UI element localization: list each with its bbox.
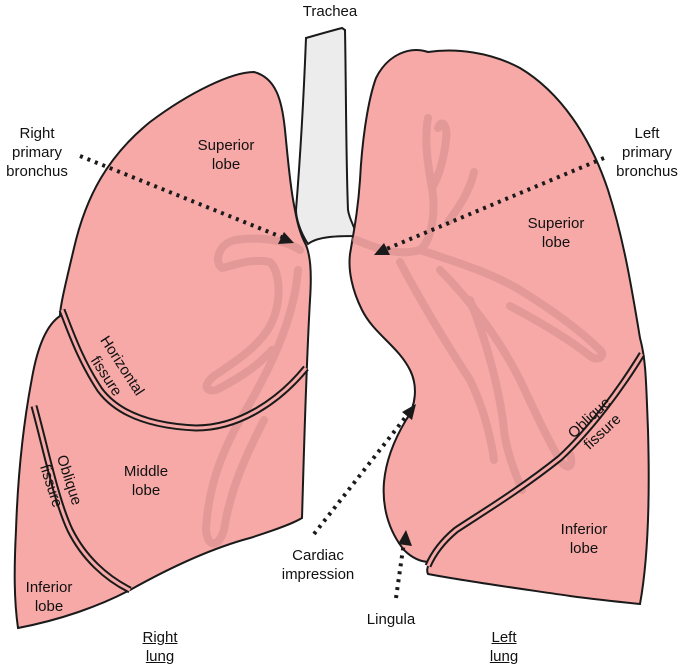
label-line: primary	[621, 144, 672, 161]
label-line: lobe	[34, 598, 64, 615]
label-line: lobe	[211, 156, 241, 173]
label-line: bronchus	[6, 163, 68, 180]
label-line: Inferior	[25, 579, 73, 596]
right-inferior-lobe-label: Inferior lobe	[14, 578, 84, 616]
label-line: lobe	[131, 482, 161, 499]
trachea-label: Trachea	[302, 3, 358, 20]
cardiac-impression-label: Cardiac impression	[270, 546, 366, 584]
left-superior-lobe-label: Superior lobe	[514, 214, 598, 252]
label-line: Cardiac	[292, 547, 344, 564]
lingula-arrow	[394, 541, 406, 599]
cardiac-impression-arrowhead	[402, 404, 416, 420]
label-line: bronchus	[616, 163, 678, 180]
label-line: primary	[11, 144, 62, 161]
label-line: Inferior	[560, 521, 608, 538]
left-bronchus-arrowhead	[374, 243, 390, 255]
label-line: lobe	[569, 540, 599, 557]
bronchial-tree	[202, 114, 606, 548]
cardiac-impression-arrow	[312, 412, 410, 536]
trachea-shape	[294, 26, 358, 246]
pointer-arrows	[79, 154, 605, 599]
label-line: lobe	[541, 234, 571, 251]
label-line: lung	[489, 648, 519, 665]
lingula-label: Lingula	[366, 611, 416, 628]
label-line: Left	[491, 629, 517, 646]
right-lung-label: Right lung	[130, 628, 190, 666]
lingula-arrowhead	[398, 530, 412, 546]
label-line: Superior	[527, 215, 585, 232]
middle-lobe-label: Middle lobe	[104, 462, 188, 500]
right-primary-bronchus-label: Right primary bronchus	[0, 124, 74, 181]
left-lung-label: Left lung	[476, 628, 532, 666]
label-line: Left	[634, 125, 660, 142]
label-line: lung	[145, 648, 175, 665]
left-inferior-lobe-label: Inferior lobe	[546, 520, 622, 558]
label-line: Middle	[123, 463, 169, 480]
left-primary-bronchus-label: Left primary bronchus	[610, 124, 684, 181]
right-bronchus-arrowhead	[278, 232, 294, 244]
right-superior-lobe-label: Superior lobe	[184, 136, 268, 174]
label-line: Superior	[197, 137, 255, 154]
label-line: Right	[19, 125, 55, 142]
label-line: impression	[281, 566, 355, 583]
label-line: Right	[142, 629, 178, 646]
